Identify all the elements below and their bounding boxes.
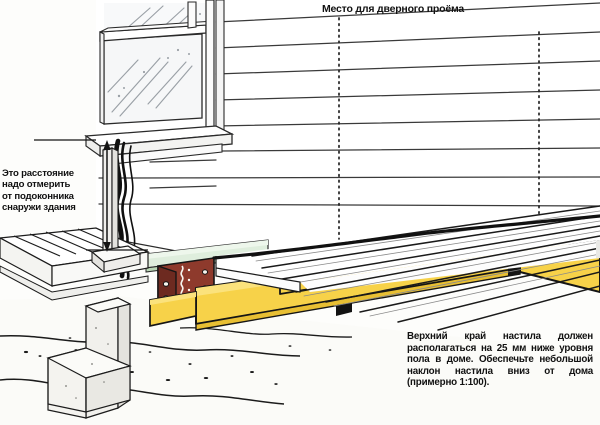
- label-sill-measurement-note: Это расстояние надо отмерить от подоконн…: [2, 168, 76, 213]
- flashing-edge: [212, 214, 600, 260]
- window-right-trim: [205, 0, 215, 133]
- label-deck-height-note: Верхний край настила должен располагатьс…: [407, 331, 593, 389]
- joist-stub-left: [149, 290, 197, 328]
- concrete-pier: [46, 297, 132, 419]
- dimension-arrow: [34, 139, 148, 252]
- window: [84, 0, 235, 166]
- window-sill: [84, 125, 235, 166]
- label-door-opening: Место для дверного проёма: [322, 3, 465, 15]
